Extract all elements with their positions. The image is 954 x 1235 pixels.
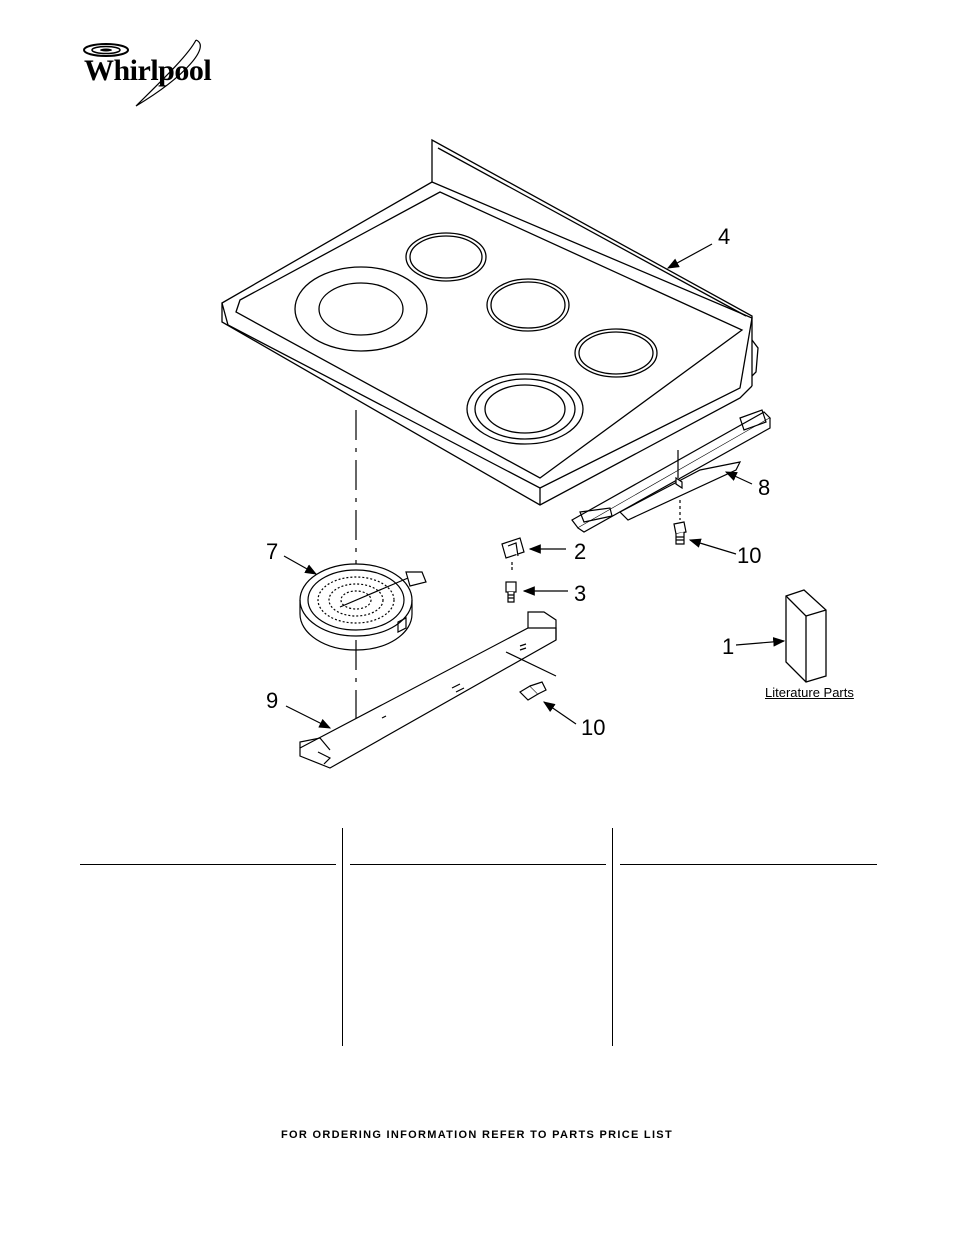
ordering-info-note: FOR ORDERING INFORMATION REFER TO PARTS … [281, 1129, 673, 1141]
surface-element-part [299, 563, 427, 651]
table-divider-2 [612, 828, 613, 1046]
screw-part-10-upper [673, 500, 687, 545]
table-rule-col3 [620, 864, 877, 865]
arrow-10b [543, 701, 577, 725]
table-rule-col1 [80, 864, 336, 865]
callout-9: 9 [266, 688, 279, 713]
callout-10-lower: 10 [581, 715, 606, 740]
arrow-7 [283, 555, 318, 575]
literature-part [785, 589, 827, 683]
literature-parts-label: Literature Parts [765, 685, 854, 700]
clip-part [501, 537, 525, 572]
rail-part [571, 409, 771, 533]
cooktop-part [221, 138, 759, 506]
table-rule-col2 [350, 864, 606, 865]
leader-arrows [283, 243, 786, 729]
callout-3: 3 [574, 581, 587, 606]
arrow-9 [285, 705, 332, 729]
callout-8: 8 [758, 475, 771, 500]
whirlpool-logo: Whirlpool [76, 36, 226, 112]
table-divider-1 [342, 828, 343, 1046]
arrow-8 [724, 471, 753, 485]
callout-4: 4 [718, 224, 731, 249]
screw-part-10-lower [519, 681, 547, 701]
bracket-part [299, 611, 557, 769]
arrow-1 [735, 637, 786, 647]
callout-7: 7 [266, 539, 279, 564]
callout-1: 1 [722, 634, 735, 659]
arrow-4 [666, 243, 713, 269]
callout-2: 2 [574, 539, 587, 564]
arrow-10a [688, 538, 737, 555]
callout-10-upper: 10 [737, 543, 762, 568]
screw-part-3 [505, 581, 517, 603]
brand-name: Whirlpool [84, 54, 212, 87]
logo-swirl-icon [83, 39, 201, 107]
